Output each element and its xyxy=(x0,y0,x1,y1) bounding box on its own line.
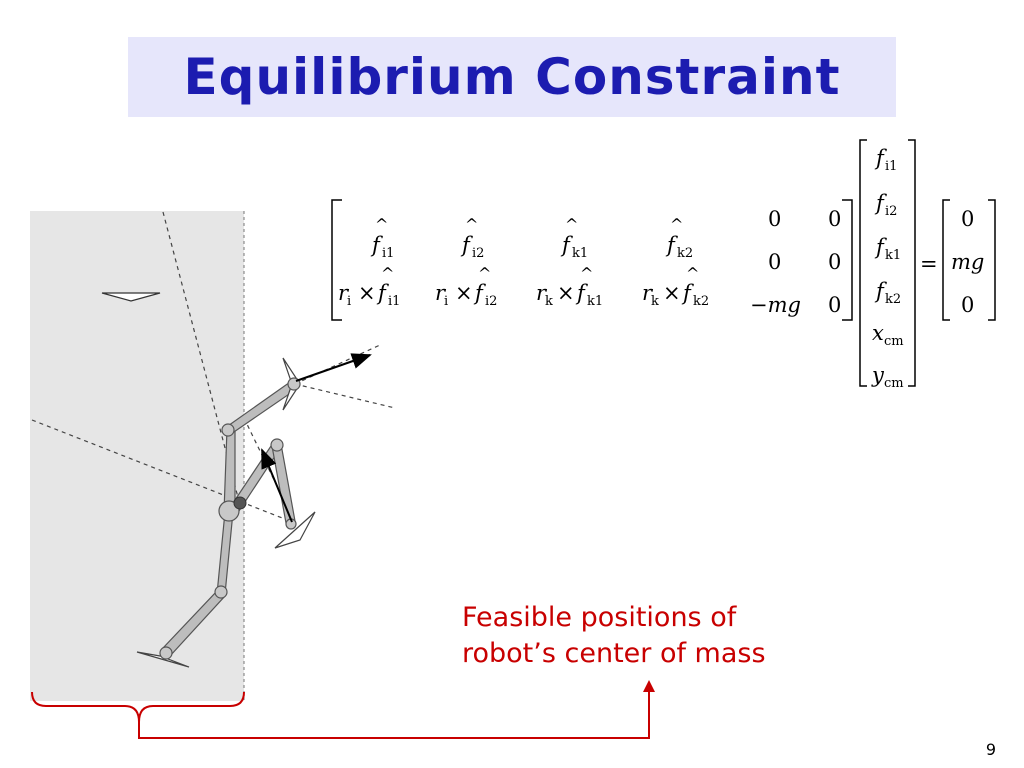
svg-text:f: f xyxy=(560,233,573,257)
svg-text:i: i xyxy=(444,294,448,309)
vector-b-left-bracket xyxy=(942,199,950,321)
svg-text:x: x xyxy=(872,321,884,345)
svg-text:0: 0 xyxy=(828,250,841,274)
svg-text:i1: i1 xyxy=(885,159,897,174)
svg-text:f: f xyxy=(376,281,389,305)
svg-text:^: ^ xyxy=(465,215,478,234)
svg-text:k1: k1 xyxy=(885,248,901,263)
slide-title: Equilibrium Constraint xyxy=(183,48,841,106)
svg-text:0: 0 xyxy=(768,250,781,274)
svg-text:k: k xyxy=(651,294,659,309)
vector-b-right-bracket xyxy=(988,199,996,321)
svg-text:×: × xyxy=(358,281,376,305)
svg-text:^: ^ xyxy=(580,264,593,283)
svg-text:i2: i2 xyxy=(885,204,897,219)
svg-text:k2: k2 xyxy=(693,294,709,309)
svg-text:i: i xyxy=(347,294,351,309)
svg-text:cm: cm xyxy=(884,376,904,391)
equals-sign: = xyxy=(920,252,938,276)
matrix-a-row1: ^ f i1 ^ f i2 ^ f k1 ^ f k2 0 0 xyxy=(370,207,841,261)
svg-text:×: × xyxy=(557,281,575,305)
svg-text:0: 0 xyxy=(961,207,974,231)
svg-text:f: f xyxy=(460,233,473,257)
svg-text:0: 0 xyxy=(961,293,974,317)
svg-text:f: f xyxy=(874,235,887,259)
svg-text:f: f xyxy=(575,281,588,305)
svg-text:k2: k2 xyxy=(885,292,901,307)
svg-text:−mg: −mg xyxy=(750,293,801,317)
svg-text:^: ^ xyxy=(670,215,683,234)
svg-text:0: 0 xyxy=(828,293,841,317)
pointer-line xyxy=(138,690,650,739)
svg-text:×: × xyxy=(455,281,473,305)
svg-text:cm: cm xyxy=(884,334,904,349)
svg-text:r: r xyxy=(435,281,447,305)
svg-text:^: ^ xyxy=(478,264,491,283)
svg-text:^: ^ xyxy=(565,215,578,234)
svg-text:i2: i2 xyxy=(472,246,484,261)
vector-x-left-bracket xyxy=(859,139,867,387)
triangle-marker xyxy=(101,292,161,302)
svg-text:^: ^ xyxy=(686,264,699,283)
caption: Feasible positions of robot’s center of … xyxy=(462,600,862,672)
robot-joints xyxy=(159,377,301,660)
force-arrow-lower xyxy=(261,448,293,523)
svg-text:i1: i1 xyxy=(388,294,400,309)
svg-text:0: 0 xyxy=(828,207,841,231)
svg-text:f: f xyxy=(370,233,383,257)
svg-text:k: k xyxy=(545,294,553,309)
svg-text:k2: k2 xyxy=(677,246,693,261)
slide-number: 9 xyxy=(985,740,996,759)
foot-contact xyxy=(136,651,190,668)
svg-text:f: f xyxy=(874,279,887,303)
matrix-a-left-bracket xyxy=(331,199,342,321)
title-bar: Equilibrium Constraint xyxy=(128,37,896,117)
feasible-region xyxy=(30,211,244,701)
vector-b: 0 mg 0 xyxy=(951,207,984,317)
svg-text:^: ^ xyxy=(375,215,388,234)
matrix-a-right-bracket xyxy=(842,199,853,321)
svg-text:i2: i2 xyxy=(485,294,497,309)
vector-x: f i1 f i2 f k1 f k2 x cm y cm xyxy=(871,146,904,391)
vector-x-right-bracket xyxy=(908,139,916,387)
svg-text:k1: k1 xyxy=(572,246,588,261)
svg-text:r: r xyxy=(338,281,350,305)
caption-line-1: Feasible positions of xyxy=(462,602,737,633)
caption-line-2: robot’s center of mass xyxy=(462,638,766,669)
svg-text:0: 0 xyxy=(768,207,781,231)
svg-text:^: ^ xyxy=(381,264,394,283)
center-of-mass-marker xyxy=(233,496,247,510)
svg-text:f: f xyxy=(874,146,887,170)
svg-text:i1: i1 xyxy=(382,246,394,261)
pointer-arrowhead xyxy=(643,680,655,692)
svg-text:f: f xyxy=(681,281,694,305)
lower-hand-contact xyxy=(274,511,316,549)
matrix-a-row2: 0 0 xyxy=(768,250,841,274)
svg-text:mg: mg xyxy=(951,250,984,274)
svg-text:y: y xyxy=(871,363,885,387)
svg-text:r: r xyxy=(536,281,548,305)
force-arrow-upper xyxy=(295,353,372,382)
svg-text:f: f xyxy=(665,233,678,257)
svg-text:f: f xyxy=(473,281,486,305)
equilibrium-equation: ^ f i1 ^ f i2 ^ f k1 ^ f k2 0 0 0 0 r i … xyxy=(331,139,996,391)
svg-text:f: f xyxy=(874,191,887,215)
svg-text:k1: k1 xyxy=(587,294,603,309)
svg-text:×: × xyxy=(663,281,681,305)
matrix-a-row3: r i × ^ f i1 r i × ^ f i2 r k × ^ f k1 r… xyxy=(338,264,841,317)
svg-text:r: r xyxy=(642,281,654,305)
